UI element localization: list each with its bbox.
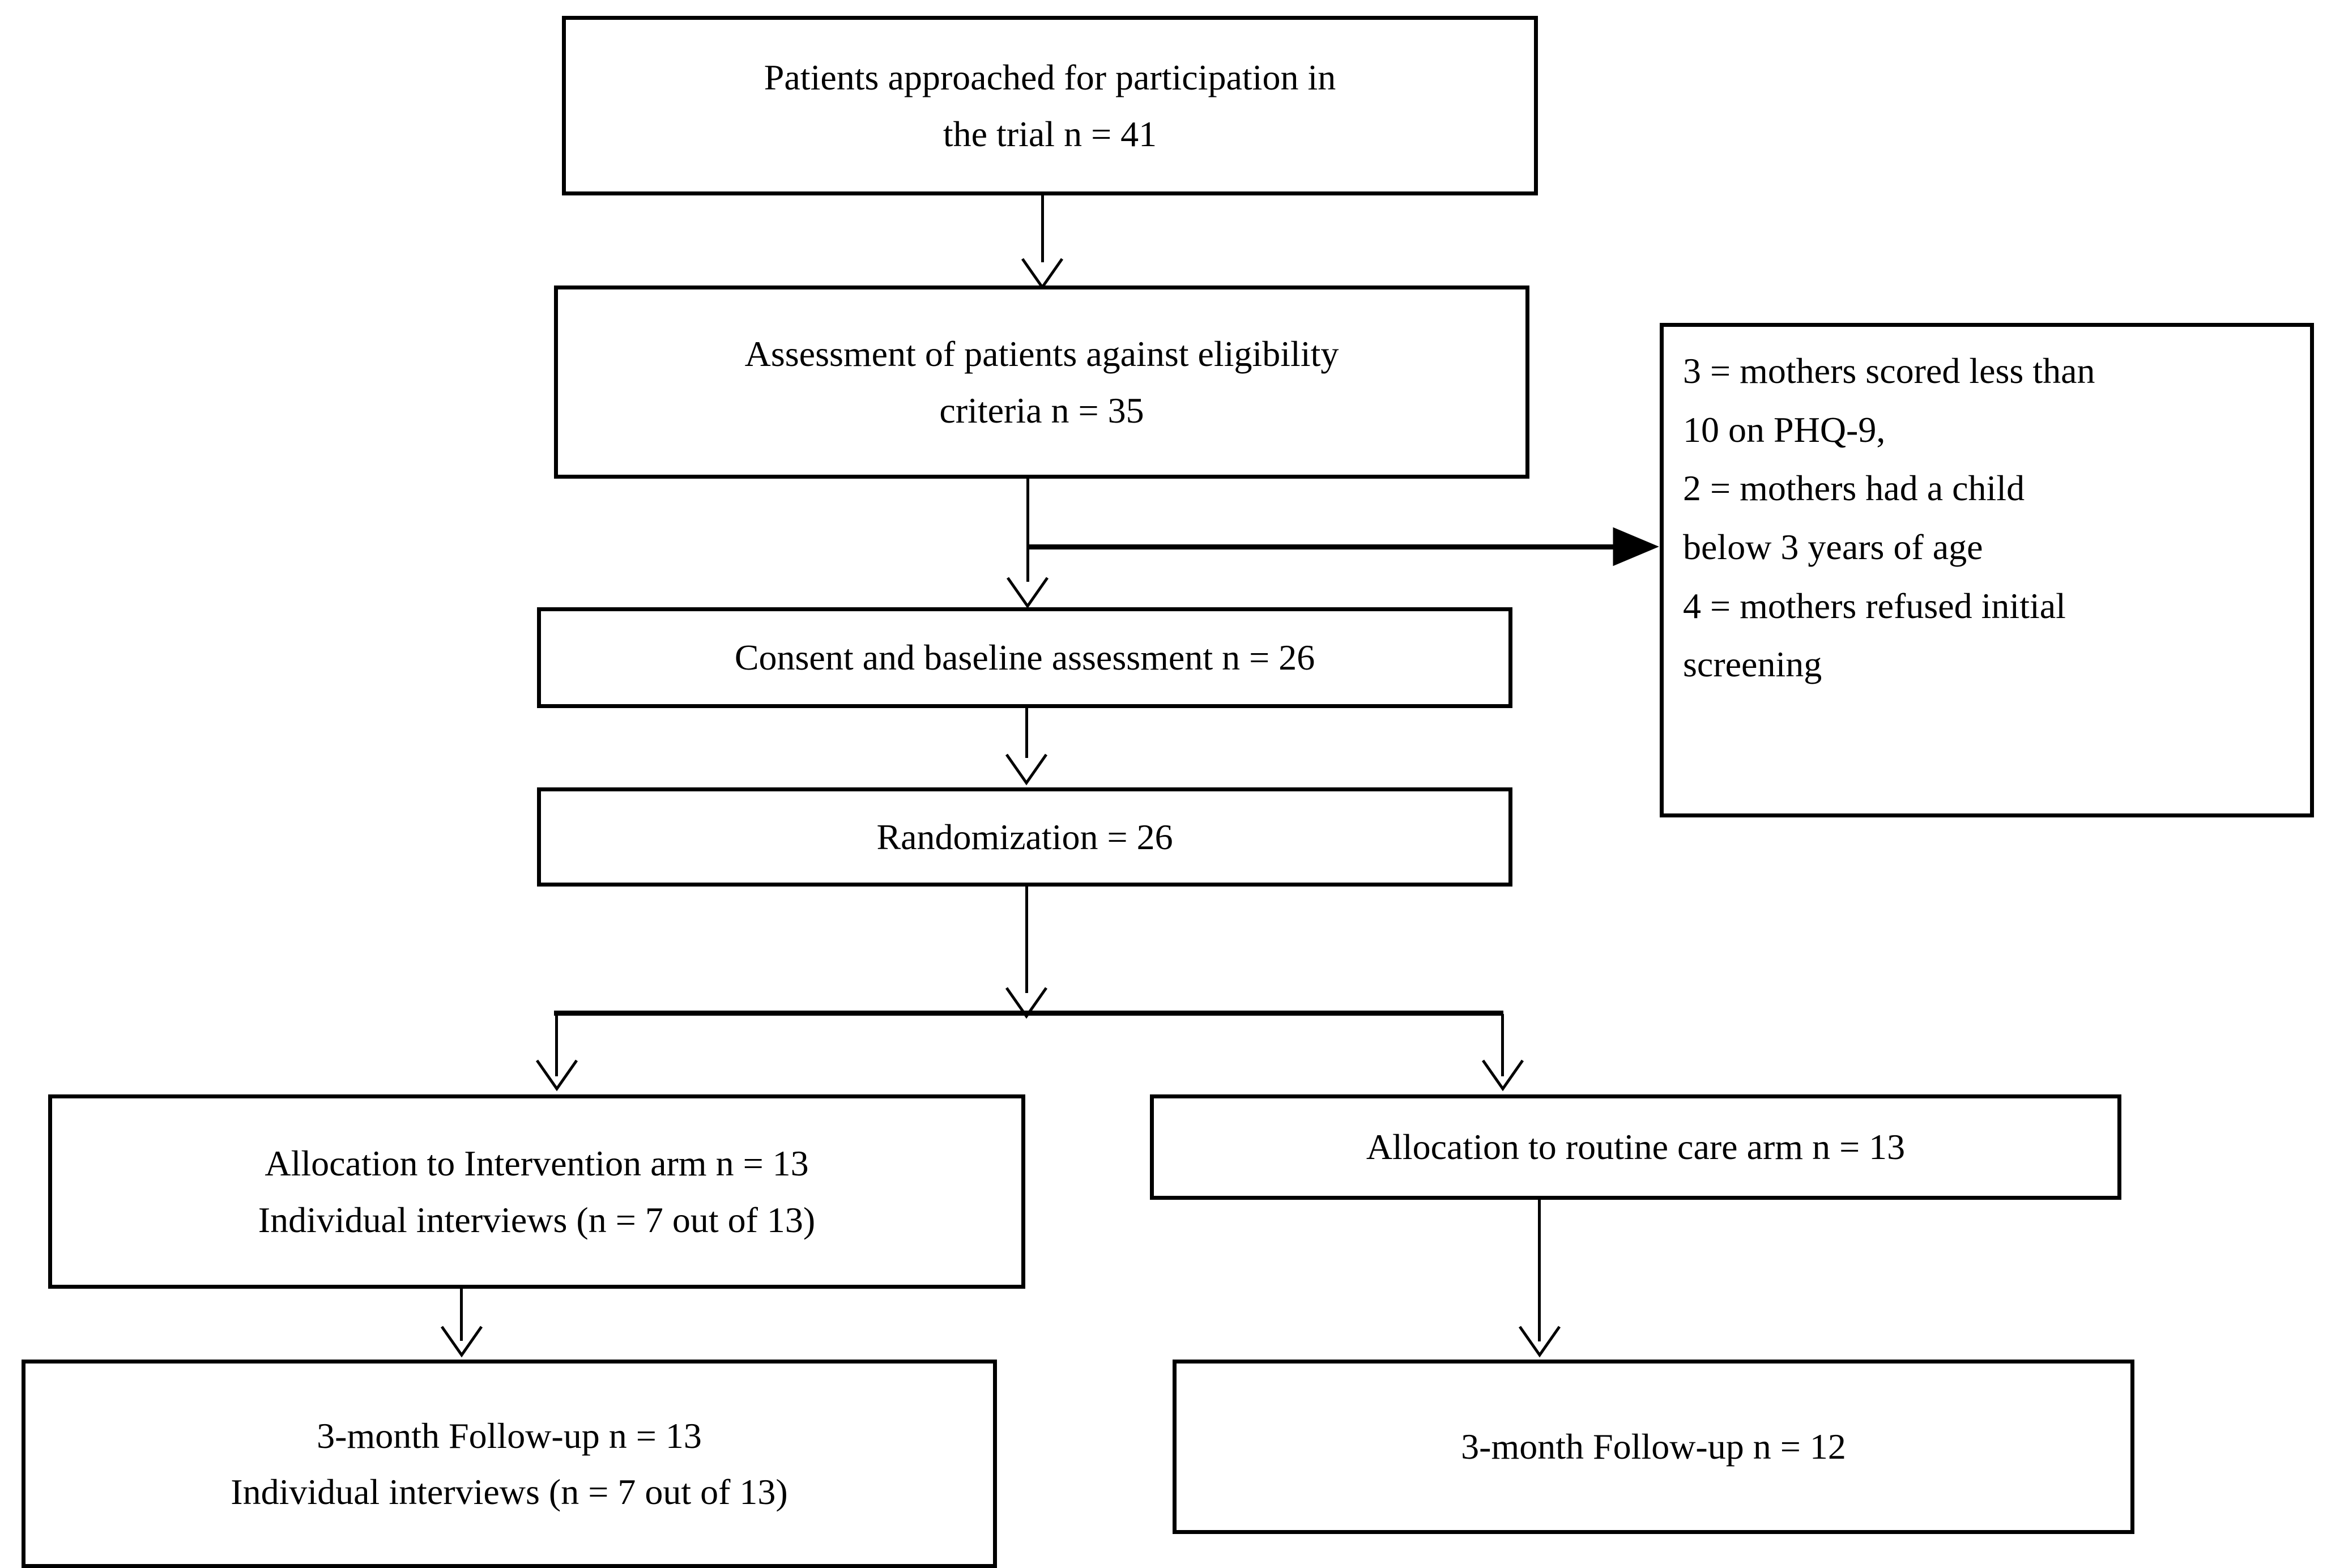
node-exclusion-reasons-line-1: 3 = mothers scored less than: [1683, 351, 2095, 391]
node-exclusion-reasons-line-2: 10 on PHQ-9,: [1683, 409, 1886, 450]
node-consent-baseline: Consent and baseline assessment n = 26: [537, 607, 1512, 708]
connector-split-to-intervention-line: [555, 1014, 558, 1076]
connector-intervention-to-followup-line: [460, 1289, 463, 1341]
node-followup-routine-care: 3-month Follow-up n = 12: [1173, 1360, 2134, 1534]
connector-eligibility-to-consent-line: [1026, 479, 1029, 582]
node-followup-intervention: 3-month Follow-up n = 13 Individual inte…: [22, 1360, 997, 1568]
node-eligibility-assessment: Assessment of patients against eligibili…: [554, 286, 1529, 479]
node-allocation-intervention-line-2: Individual interviews (n = 7 out of 13): [258, 1199, 816, 1240]
node-patients-approached-line-1: Patients approached for participation in: [764, 57, 1336, 98]
node-exclusion-reasons-line-6: screening: [1683, 644, 1822, 685]
connector-consent-to-randomization-line: [1025, 708, 1028, 758]
connector-eligibility-to-exclusions-line: [1026, 544, 1616, 549]
node-patients-approached-line-2: the trial n = 41: [943, 113, 1157, 154]
connector-randomization-split-bar: [554, 1011, 1503, 1016]
node-eligibility-assessment-line-1: Assessment of patients against eligibili…: [744, 334, 1339, 374]
connector-split-to-routine-line: [1501, 1014, 1504, 1076]
node-exclusion-reasons-line-4: below 3 years of age: [1683, 527, 1983, 568]
node-eligibility-assessment-line-2: criteria n = 35: [939, 390, 1144, 431]
connector-randomization-stem: [1025, 887, 1028, 993]
node-exclusion-reasons-line-5: 4 = mothers refused initial: [1683, 585, 2066, 626]
node-randomization-line-1: Randomization = 26: [876, 816, 1173, 857]
node-followup-intervention-line-1: 3-month Follow-up n = 13: [317, 1415, 702, 1456]
connector-approached-to-eligibility-line: [1041, 195, 1044, 262]
connector-eligibility-to-exclusions-arrowhead: [1612, 524, 1659, 569]
node-allocation-routine-care-line-1: Allocation to routine care arm n = 13: [1366, 1127, 1906, 1168]
node-exclusion-reasons: 3 = mothers scored less than 10 on PHQ-9…: [1660, 323, 2314, 817]
node-allocation-routine-care: Allocation to routine care arm n = 13: [1150, 1094, 2121, 1200]
node-allocation-intervention: Allocation to Intervention arm n = 13 In…: [48, 1094, 1025, 1289]
node-patients-approached: Patients approached for participation in…: [562, 16, 1538, 195]
node-allocation-intervention-line-1: Allocation to Intervention arm n = 13: [265, 1143, 809, 1184]
node-randomization: Randomization = 26: [537, 787, 1512, 887]
node-followup-intervention-line-2: Individual interviews (n = 7 out of 13): [231, 1472, 788, 1512]
node-followup-routine-care-line-1: 3-month Follow-up n = 12: [1461, 1426, 1846, 1467]
node-consent-baseline-line-1: Consent and baseline assessment n = 26: [734, 637, 1315, 678]
connector-routine-to-followup-line: [1538, 1200, 1541, 1341]
node-exclusion-reasons-line-3: 2 = mothers had a child: [1683, 468, 2025, 509]
